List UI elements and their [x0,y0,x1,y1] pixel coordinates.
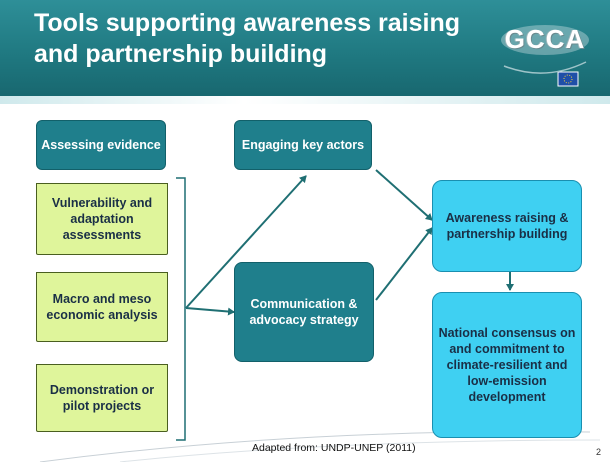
awareness-box: Awareness raising & partnership building [432,180,582,272]
arrow-to-communication [185,307,235,316]
footer-swoosh-2 [119,439,601,462]
arrow-engaging-to-awareness [375,169,433,221]
vulnerability-label: Vulnerability and adaptation assessments [51,196,153,242]
title-banner [0,0,610,102]
awareness-label: Awareness raising & partnership building [445,211,569,241]
assessing-evidence-label: Assessing evidence [41,138,161,152]
gcca-logo: GCCA [500,22,590,100]
source-caption: Adapted from: UNDP-UNEP (2011) [252,442,416,454]
title-banner-band [0,96,610,104]
communication-label: Communication & advocacy strategy [249,297,359,327]
macro-meso-box: Macro and meso economic analysis [36,272,168,342]
demonstration-box: Demonstration or pilot projects [36,364,168,432]
consensus-label: National consensus on and commitment to … [438,326,576,404]
consensus-box: National consensus on and commitment to … [432,292,582,438]
evidence-bracket [176,177,186,441]
arrow-to-engaging [185,175,307,309]
assessing-evidence-box: Assessing evidence [36,120,166,170]
logo-text: GCCA [504,24,586,54]
engaging-actors-label: Engaging key actors [241,138,365,152]
arrow-communication-to-awareness [375,227,433,301]
engaging-actors-box: Engaging key actors [234,120,372,170]
vulnerability-box: Vulnerability and adaptation assessments [36,183,168,255]
gcca-logo-graphic [501,25,589,87]
communication-box: Communication & advocacy strategy [234,262,374,362]
macro-meso-label: Macro and meso economic analysis [46,292,158,322]
slide-title: Tools supporting awareness raising and p… [34,9,461,68]
demonstration-label: Demonstration or pilot projects [49,383,155,413]
page-number: 2 [596,447,602,457]
